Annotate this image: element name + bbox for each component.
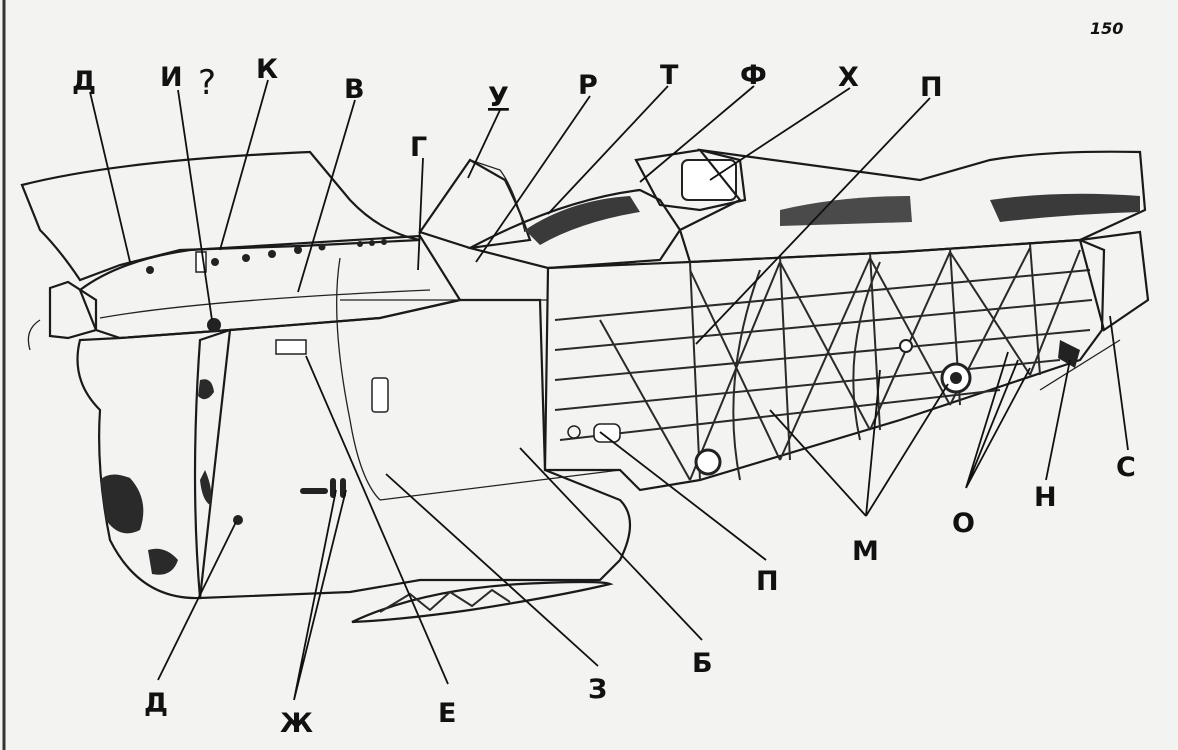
- callout-M: М: [852, 536, 879, 567]
- windshield-frame: [469, 159, 526, 233]
- cowl-vents: [146, 239, 387, 525]
- callout-Z: З: [588, 674, 607, 705]
- rear-window: [681, 159, 737, 201]
- leader-R: [475, 95, 591, 263]
- callout-N: Н: [1034, 482, 1057, 513]
- callout-U: У: [488, 82, 509, 113]
- stabilizer-root: [990, 193, 1140, 222]
- leader-Z: [385, 473, 599, 667]
- step-recess: [593, 423, 621, 443]
- callout-I: И: [160, 62, 183, 93]
- callout-E: Е: [438, 698, 456, 729]
- leader-D-bottom: [157, 521, 237, 681]
- fuselage-drawing: [20, 148, 1150, 624]
- callout-P-top: П: [920, 72, 943, 103]
- windshield: [418, 158, 532, 250]
- leader-P-bottom: [599, 431, 767, 561]
- callout-K: К: [256, 54, 278, 85]
- leader-U: [467, 109, 501, 179]
- truss-fitting-2: [694, 448, 722, 476]
- callout-P-bottom: П: [756, 566, 779, 597]
- access-panel-side: [371, 377, 389, 413]
- callout-R: Р: [578, 70, 598, 101]
- truss-fitting-hub: [950, 372, 962, 384]
- cowl-latch: [195, 251, 207, 273]
- callout-F: Ф: [740, 60, 767, 91]
- leader-B: [519, 447, 703, 641]
- page-number: 150: [1090, 19, 1123, 38]
- radiator-intake: [351, 580, 614, 624]
- leader-P-top: [695, 97, 931, 345]
- nose-opening-1: [100, 474, 144, 534]
- cockpit-opening: [525, 196, 640, 245]
- truss-fitting-3: [899, 339, 913, 353]
- leader-Zh: [293, 489, 347, 701]
- callout-G: Г: [410, 132, 427, 163]
- nose-opening-4: [200, 470, 212, 505]
- leader-G: [417, 157, 424, 271]
- callout-labels: Д И К В Г У Р Т Ф Х П С Н О М П Б З Е Ж …: [72, 54, 1136, 739]
- truss-fuselage: [543, 238, 1106, 492]
- leader-T: [547, 85, 669, 215]
- leader-S: [1109, 315, 1129, 451]
- firewall-seam: [336, 257, 381, 501]
- callout-T: Т: [660, 60, 679, 91]
- leader-M: [769, 369, 949, 517]
- leader-E: [305, 355, 449, 685]
- callout-Kh: Х: [838, 62, 859, 93]
- callout-S: С: [1116, 452, 1136, 483]
- cockpit-rim: [466, 188, 682, 270]
- engine-section-skin: [193, 298, 631, 600]
- nose-opening-2: [148, 548, 178, 575]
- leader-lines: [89, 79, 1129, 701]
- leader-D-top: [89, 91, 131, 263]
- callout-D-top: Д: [72, 66, 96, 97]
- callout-D-bottom: Д: [144, 688, 168, 719]
- tail-bulkhead: [1078, 230, 1150, 332]
- callout-O: О: [952, 508, 975, 539]
- question-mark: ?: [198, 63, 216, 103]
- deck-cutout: [780, 196, 912, 226]
- callout-B: Б: [692, 648, 713, 679]
- insignia-mark: [567, 425, 581, 439]
- leader-O: [965, 351, 1031, 489]
- leader-N: [1045, 359, 1071, 481]
- leader-V: [297, 99, 356, 293]
- callout-V: В: [344, 74, 365, 105]
- nose-opening-3: [198, 379, 214, 400]
- callout-Zh: Ж: [280, 708, 313, 739]
- truss-members: [554, 243, 1093, 481]
- lower-panel-line: [379, 469, 621, 501]
- leader-I: [177, 89, 213, 321]
- upper-fairing: [20, 150, 421, 282]
- exhaust-stubs: [300, 478, 346, 498]
- cowling-seam: [99, 289, 431, 319]
- leader-F: [639, 85, 755, 183]
- lower-tail-longeron: [1039, 339, 1121, 391]
- leader-Kh: [709, 87, 851, 181]
- leader-K: [219, 79, 269, 251]
- tail-fitting: [1058, 340, 1080, 368]
- access-panel-small: [275, 339, 307, 355]
- prop-blade-root: [27, 319, 41, 351]
